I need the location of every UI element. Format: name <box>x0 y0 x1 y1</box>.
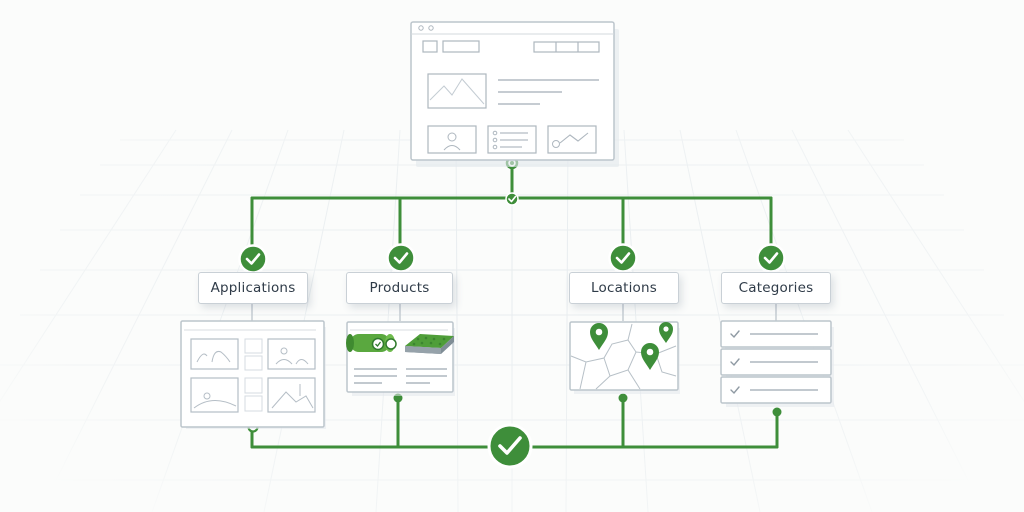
node-categories: Categories <box>721 272 831 304</box>
checkmark-circle-icon <box>608 243 638 273</box>
map-pins-icon <box>569 321 680 394</box>
node-label-text: Applications <box>210 280 296 296</box>
gallery-thumbnails-icon <box>180 320 326 429</box>
checkmark-circle-icon <box>386 243 416 273</box>
website-wireframe-icon <box>410 21 619 167</box>
connector-stubs <box>251 304 777 321</box>
checkmark-circle-icon <box>238 244 268 274</box>
node-label-text: Categories <box>738 280 814 296</box>
product-rolls-icon <box>346 321 455 396</box>
node-label-text: Products <box>369 280 430 296</box>
node-applications: Applications <box>198 272 308 304</box>
node-label-text: Locations <box>591 280 657 296</box>
checkmark-circle-icon <box>487 423 533 469</box>
checklist-icon <box>720 320 834 407</box>
checkmark-circle-icon <box>756 243 786 273</box>
node-products: Products <box>346 272 453 304</box>
node-locations: Locations <box>569 272 679 304</box>
